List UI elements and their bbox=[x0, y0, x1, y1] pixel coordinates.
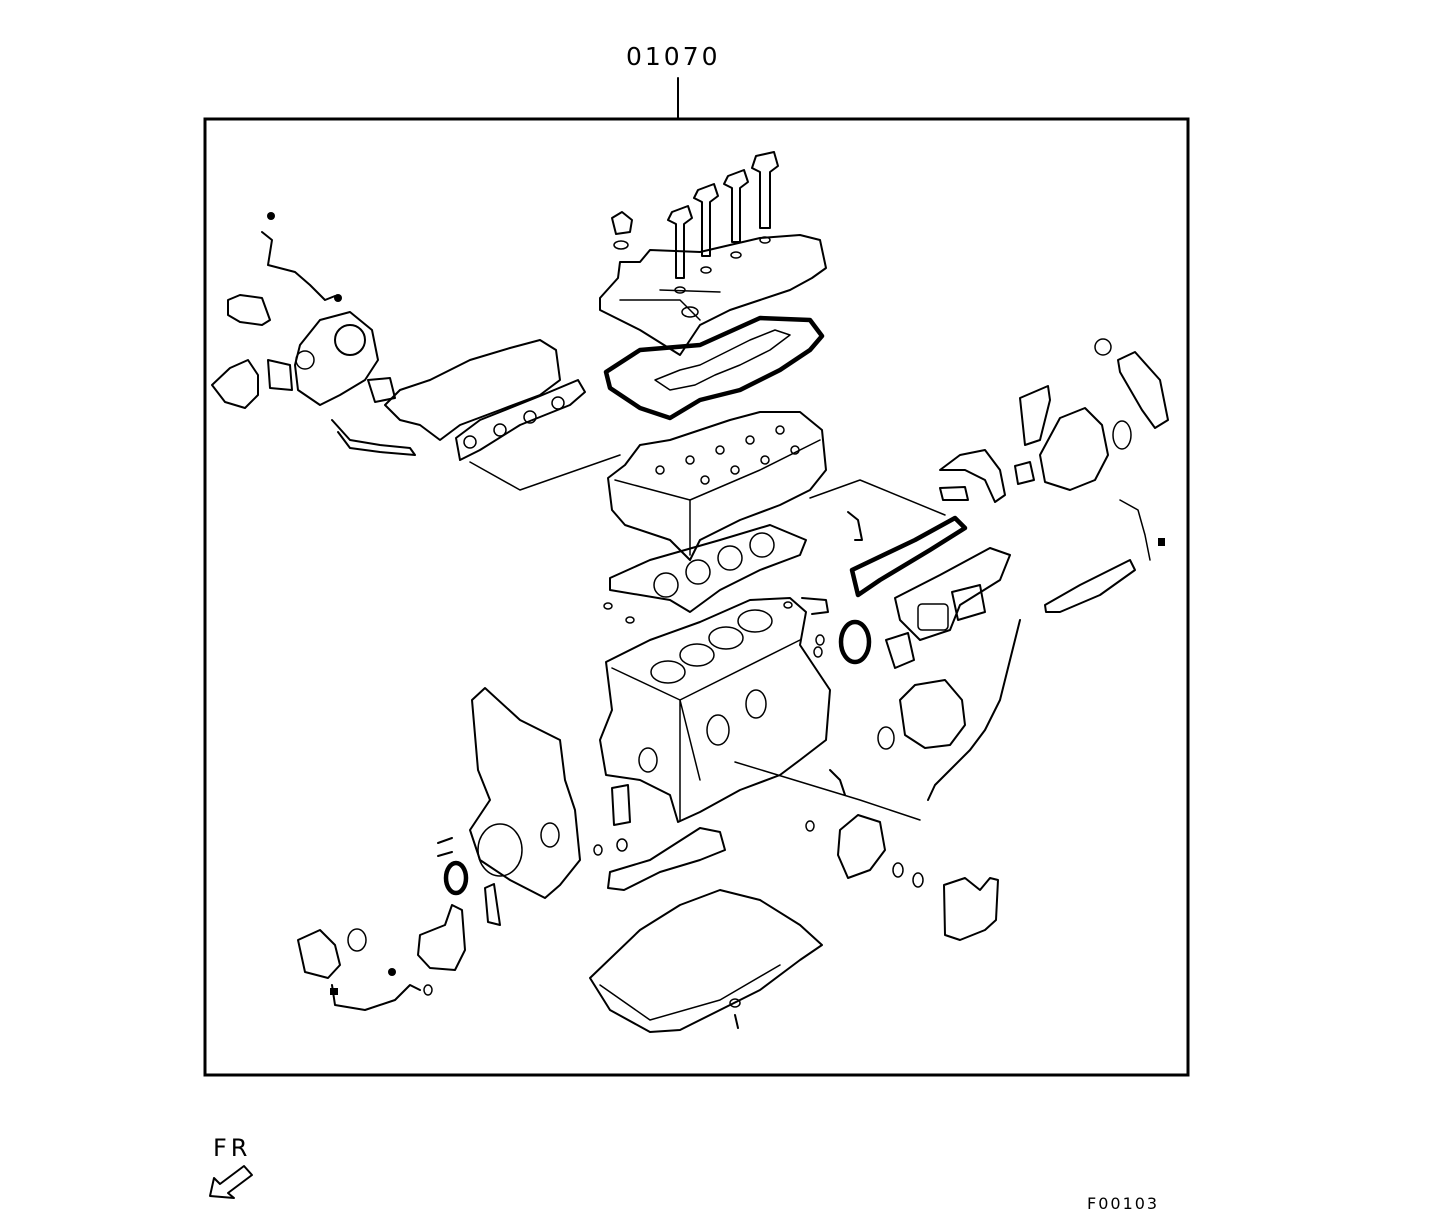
fuel-rail bbox=[1044, 499, 1165, 613]
timing-chain-case bbox=[469, 687, 581, 899]
group-leader-3 bbox=[734, 761, 921, 821]
oil-filler-cap bbox=[611, 211, 633, 250]
vacuum-pump bbox=[297, 928, 367, 979]
cylinder-head bbox=[607, 411, 827, 561]
figure-code-label: F00103 bbox=[1087, 1194, 1160, 1213]
fuel-injector-2 bbox=[693, 183, 719, 274]
group-leader-2 bbox=[809, 479, 946, 516]
fuel-injector-4 bbox=[751, 151, 779, 244]
exhaust-manifold-gasket bbox=[849, 515, 968, 598]
glow-plug-harness bbox=[330, 968, 421, 1011]
o-ring-set bbox=[423, 601, 825, 1008]
front-direction-label: FR bbox=[213, 1134, 252, 1162]
fuel-injector-1 bbox=[667, 205, 693, 294]
fuel-injector-3 bbox=[723, 169, 749, 259]
cylinder-head-cover bbox=[599, 234, 827, 356]
kit-frame bbox=[203, 117, 1190, 1077]
head-cover-gasket bbox=[603, 315, 825, 421]
turbocharger-right bbox=[939, 338, 1169, 503]
oil-pan bbox=[589, 827, 823, 1033]
cylinder-block bbox=[599, 597, 831, 823]
intake-manifold bbox=[384, 339, 586, 461]
exhaust-manifold bbox=[894, 547, 1011, 641]
oil-level-gauge-guide bbox=[927, 619, 1021, 801]
water-pump bbox=[877, 679, 966, 750]
turbocharger-left bbox=[294, 311, 379, 406]
hose-clamp bbox=[334, 294, 342, 302]
cylinder-head-gasket bbox=[609, 524, 807, 613]
egr-pipe-left bbox=[211, 231, 416, 456]
group-leader-1 bbox=[469, 454, 621, 491]
thermostat-housing bbox=[943, 877, 999, 941]
timing-chain-tensioner bbox=[417, 883, 501, 971]
sensor-clip bbox=[267, 212, 275, 220]
crankshaft-front-oil-seal bbox=[443, 860, 469, 896]
part-number-label[interactable]: 01070 bbox=[626, 42, 721, 71]
front-direction-arrow-icon bbox=[209, 1165, 253, 1199]
crank-rear-oil-seal bbox=[838, 619, 915, 669]
bolt-set bbox=[437, 511, 863, 1029]
oil-filter-bracket bbox=[805, 814, 924, 888]
